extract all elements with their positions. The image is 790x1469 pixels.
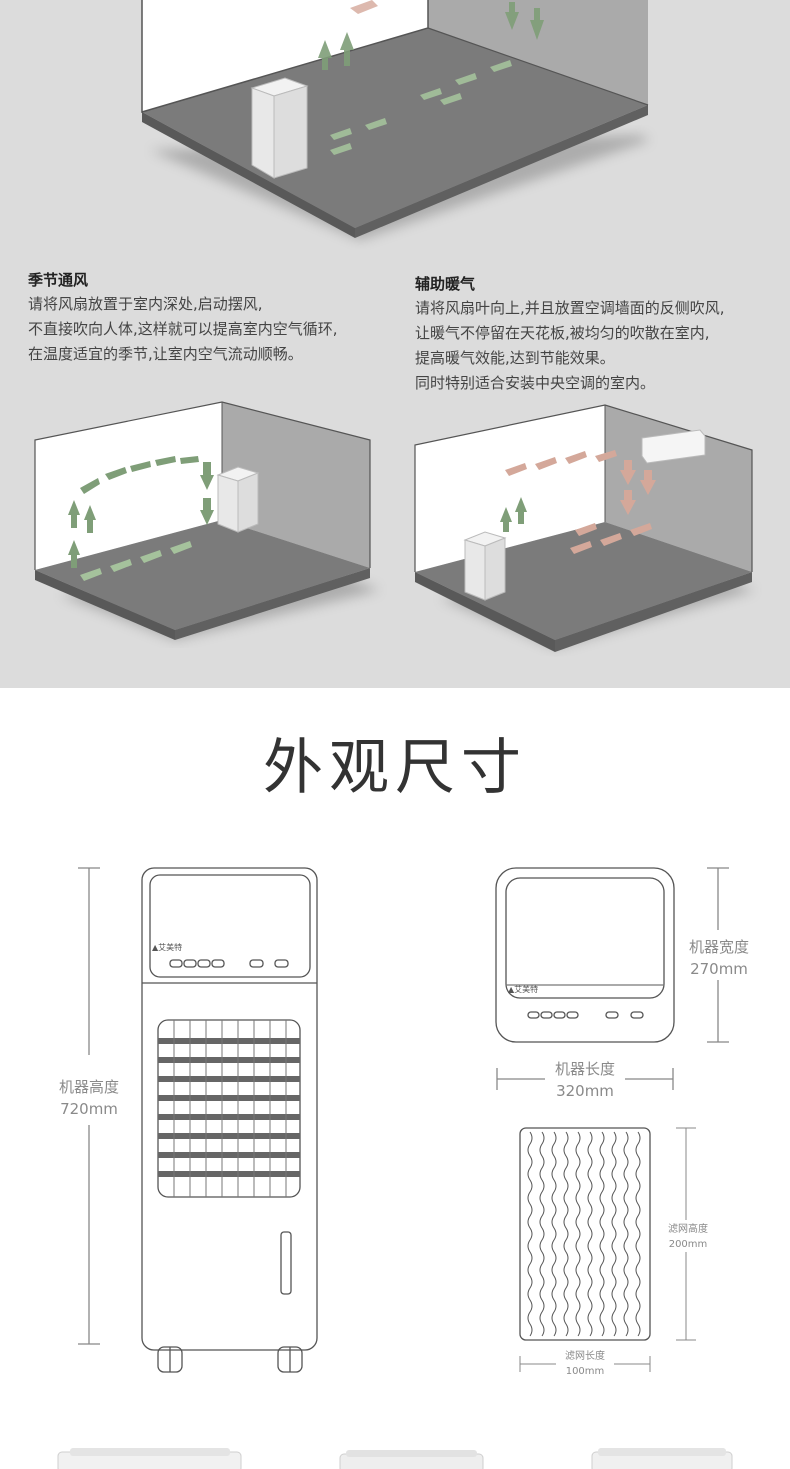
width-dimension: 机器宽度 270mm bbox=[674, 936, 764, 980]
front-brand-logo: ▲艾美特 bbox=[152, 942, 182, 953]
width-label: 机器宽度 bbox=[688, 938, 749, 956]
seasonal-ventilation-text: 季节通风 请将风扇放置于室内深处,启动摆风, 不直接吹向人体,这样就可以提高室内… bbox=[28, 268, 338, 367]
brand-mark-icon: ▲ bbox=[508, 985, 515, 994]
front-view-drawing bbox=[78, 867, 318, 1373]
length-value: 320mm bbox=[556, 1082, 614, 1100]
filter-height-label: 滤网高度 bbox=[668, 1224, 708, 1235]
front-brand-text: 艾美特 bbox=[158, 943, 183, 952]
heating-assist-text: 辅助暖气 请将风扇叶向上,并且放置空调墙面的反侧吹风, 让暖气不停留在天花板,被… bbox=[415, 272, 725, 396]
heating-line-4: 同时特别适合安装中央空调的室内。 bbox=[415, 374, 656, 392]
filter-height-value: 200mm bbox=[668, 1239, 708, 1250]
product-views-strip bbox=[57, 1448, 733, 1469]
room-illustrations bbox=[34, 0, 755, 652]
seasonal-heading: 季节通风 bbox=[28, 271, 89, 289]
top-room-scene bbox=[141, 0, 650, 240]
brand-mark-icon: ▲ bbox=[152, 943, 159, 952]
dimensions-title: 外观尺寸 bbox=[263, 733, 527, 803]
front-grille-slats bbox=[158, 1038, 300, 1177]
heating-line-1: 请将风扇叶向上,并且放置空调墙面的反侧吹风, bbox=[415, 299, 725, 317]
filter-length-label: 滤网长度 bbox=[565, 1351, 605, 1362]
product-top-middle bbox=[339, 1450, 484, 1469]
heating-room-scene bbox=[414, 404, 755, 652]
heating-line-2: 让暖气不停留在天花板,被均匀的吹散在室内, bbox=[415, 324, 710, 342]
height-dimension: 机器高度 720mm bbox=[44, 1076, 134, 1120]
front-grille-bars bbox=[173, 1020, 287, 1197]
top-brand-text: 艾美特 bbox=[514, 985, 539, 994]
top-view-drawing bbox=[495, 867, 729, 1090]
product-top-right bbox=[591, 1448, 733, 1469]
dimension-drawings bbox=[78, 867, 729, 1373]
filter-length-dimension: 滤网长度 100mm bbox=[555, 1349, 615, 1379]
seasonal-line-3: 在温度适宜的季节,让室内空气流动顺畅。 bbox=[28, 345, 303, 363]
height-value: 720mm bbox=[60, 1100, 118, 1118]
height-label: 机器高度 bbox=[58, 1078, 119, 1096]
filter-drawing bbox=[519, 1127, 696, 1372]
product-top-left bbox=[57, 1448, 242, 1469]
width-value: 270mm bbox=[690, 960, 748, 978]
heating-heading: 辅助暖气 bbox=[415, 275, 476, 293]
heating-line-3: 提高暖气效能,达到节能效果。 bbox=[415, 349, 615, 367]
length-label: 机器长度 bbox=[554, 1060, 615, 1078]
seasonal-line-2: 不直接吹向人体,这样就可以提高室内空气循环, bbox=[28, 320, 338, 338]
top-brand-logo: ▲艾美特 bbox=[508, 984, 538, 995]
seasonal-room-scene bbox=[34, 401, 380, 640]
filter-length-value: 100mm bbox=[565, 1366, 605, 1377]
filter-height-dimension: 滤网高度 200mm bbox=[658, 1222, 718, 1252]
seasonal-line-1: 请将风扇放置于室内深处,启动摆风, bbox=[28, 295, 263, 313]
usage-scenes-panel: 季节通风 请将风扇放置于室内深处,启动摆风, 不直接吹向人体,这样就可以提高室内… bbox=[0, 0, 790, 688]
length-dimension: 机器长度 320mm bbox=[540, 1058, 630, 1102]
